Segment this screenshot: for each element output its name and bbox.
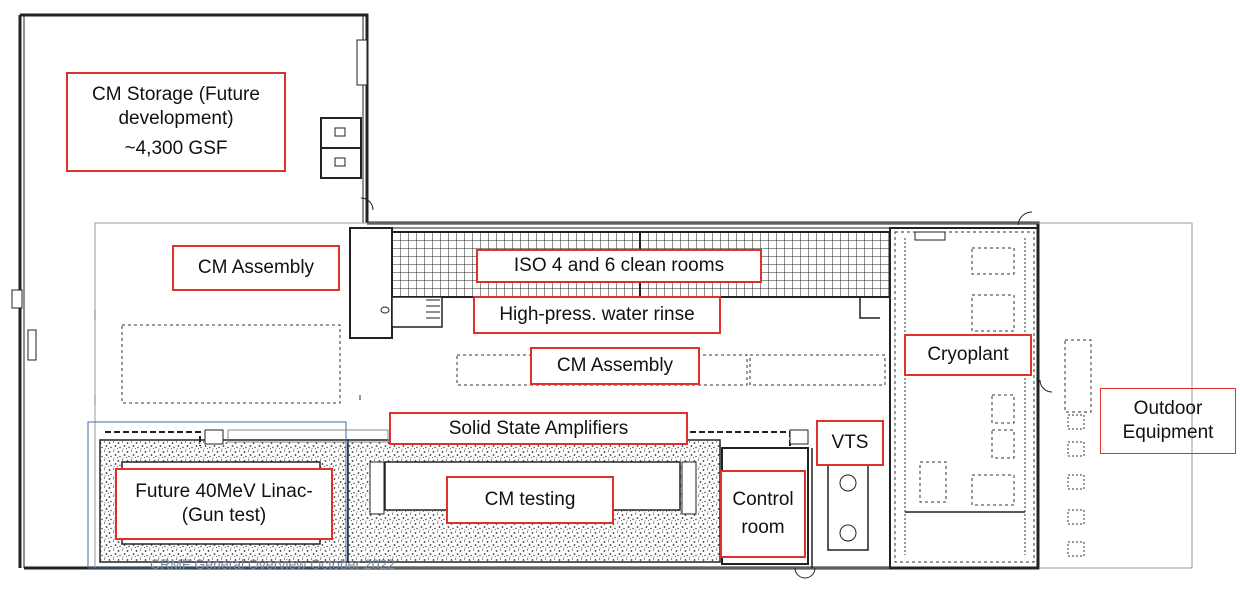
cryoplant-label: Cryoplant bbox=[904, 334, 1032, 376]
future-linac-label: Future 40MeV Linac- (Gun test) bbox=[115, 468, 333, 540]
cm-storage-label: CM Storage (Future development) ~4,300 G… bbox=[66, 72, 286, 172]
footer-caption: CRMF General Overview October 2022 bbox=[150, 556, 396, 572]
future-linac-line-2: (Gun test) bbox=[181, 505, 267, 526]
vts-label: VTS bbox=[816, 420, 884, 466]
iso-clean-rooms-label: ISO 4 and 6 clean rooms bbox=[476, 249, 762, 283]
cm-storage-line-2: development) bbox=[118, 108, 234, 130]
outdoor-equipment-label: Outdoor Equipment bbox=[1100, 388, 1236, 454]
cm-testing-label: CM testing bbox=[446, 476, 614, 524]
outdoor-equipment-line-2: Equipment bbox=[1122, 422, 1214, 443]
future-linac-line-1: Future 40MeV Linac- bbox=[135, 481, 313, 503]
cryoplant-room bbox=[889, 227, 1039, 569]
cm-storage-line-3: ~4,300 GSF bbox=[124, 137, 228, 159]
control-room-line-1: Control bbox=[732, 489, 794, 511]
storage-wall-outline bbox=[20, 13, 369, 223]
outdoor-equipment-line-1: Outdoor bbox=[1133, 398, 1203, 420]
cm-storage-line-1: CM Storage (Future bbox=[92, 84, 260, 106]
control-room-label: Control room bbox=[720, 470, 806, 558]
control-room-line-2: room bbox=[741, 517, 785, 538]
linac-outline bbox=[87, 421, 347, 569]
hp-water-rinse-label: High-press. water rinse bbox=[473, 296, 721, 334]
cm-assembly-lower-label: CM Assembly bbox=[530, 347, 700, 385]
cm-assembly-upper-label: CM Assembly bbox=[172, 245, 340, 291]
solid-state-amplifiers-label: Solid State Amplifiers bbox=[389, 412, 688, 445]
